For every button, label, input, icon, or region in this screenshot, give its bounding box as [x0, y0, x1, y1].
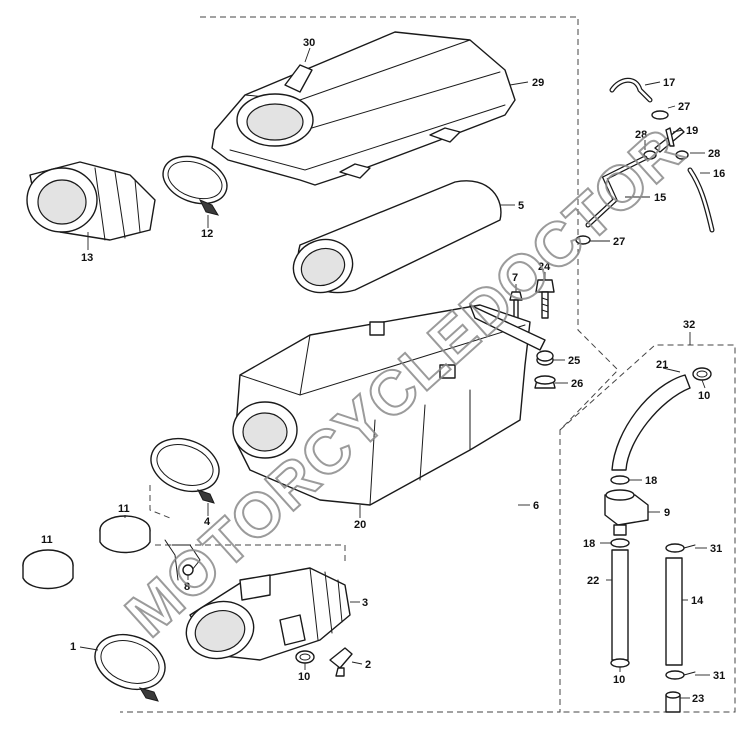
- callout-14: 14: [691, 595, 704, 607]
- washer-25: [536, 350, 554, 366]
- callout-10-lower: 10: [298, 671, 310, 683]
- hose-22: [611, 549, 629, 661]
- callout-21: 21: [656, 359, 668, 371]
- callout-15: 15: [654, 192, 666, 204]
- filter-element: [292, 180, 502, 294]
- breather-hose-21: [611, 374, 691, 471]
- callout-11-left: 11: [41, 534, 53, 546]
- callout-1: 1: [70, 641, 76, 653]
- main-group-outline: [120, 16, 619, 713]
- clip-28-right: [675, 150, 689, 160]
- callout-12: 12: [201, 228, 213, 240]
- clip-10-lower: [295, 650, 315, 664]
- callout-2: 2: [365, 659, 371, 671]
- clip-27-bottom: [575, 235, 591, 245]
- elbow-2: [329, 647, 353, 677]
- callout-19: 19: [686, 125, 698, 137]
- callout-17: 17: [663, 77, 675, 89]
- clip-31-lower: [665, 670, 696, 680]
- callout-5: 5: [518, 200, 524, 212]
- clip-10-bottom: [610, 658, 630, 668]
- leader-lines: [79, 47, 710, 699]
- airbox-lower: [232, 304, 546, 506]
- callout-23: 23: [692, 693, 704, 705]
- callout-30: 30: [303, 37, 315, 49]
- clip-18-upper: [610, 475, 630, 485]
- cap-11-left: [22, 549, 74, 590]
- hose-clamp-12: [162, 155, 228, 216]
- callout-31-lower: 31: [713, 670, 725, 682]
- clip-31-upper: [665, 543, 696, 553]
- nut-26: [534, 375, 556, 389]
- clip-10-upper: [692, 367, 712, 381]
- hose-clamp-4: [150, 437, 220, 504]
- callout-4: 4: [204, 516, 211, 528]
- callout-16: 16: [713, 168, 725, 180]
- duct-3: [185, 567, 351, 661]
- clip-27-top: [651, 110, 669, 120]
- plug-23: [665, 691, 681, 713]
- callout-27-top: 27: [678, 101, 690, 113]
- callout-28-right: 28: [708, 148, 720, 160]
- intake-rubber: [26, 161, 156, 241]
- clip-8: [164, 539, 201, 581]
- airbox-lid: [211, 31, 516, 186]
- callout-labels: 30 29 13 12 5 7 24 25 26 20 4 6 11 11 8 …: [41, 37, 725, 705]
- valve-9: [604, 489, 649, 536]
- breather-hose-17: [609, 77, 653, 103]
- callout-13: 13: [81, 252, 93, 264]
- callout-6: 6: [533, 500, 539, 512]
- hose-clamp-1: [94, 633, 166, 702]
- callout-31-upper: 31: [710, 543, 722, 555]
- callout-10-bottom: 10: [613, 674, 625, 686]
- callout-25: 25: [568, 355, 580, 367]
- bolt-24: [535, 279, 555, 319]
- hose-14: [665, 557, 683, 666]
- callout-27-bottom: 27: [613, 236, 625, 248]
- callout-18-lower: 18: [583, 538, 595, 550]
- callout-28-left: 28: [635, 129, 647, 141]
- callout-20: 20: [354, 519, 366, 531]
- callout-11-right: 11: [118, 503, 130, 515]
- callout-10-upper: 10: [698, 390, 710, 402]
- callout-26: 26: [571, 378, 583, 390]
- callout-24: 24: [538, 261, 551, 273]
- breather-pipe-15: [585, 155, 648, 228]
- cap-11-right: [99, 515, 151, 554]
- callout-8: 8: [184, 581, 190, 593]
- callout-7: 7: [512, 272, 518, 284]
- clip-group-outline: [149, 485, 346, 565]
- callout-18-upper: 18: [645, 475, 657, 487]
- breather-hose-16: [687, 167, 715, 233]
- callout-22: 22: [587, 575, 599, 587]
- callout-3: 3: [362, 597, 368, 609]
- callout-9: 9: [664, 507, 670, 519]
- t-piece-19: [654, 127, 685, 153]
- callout-32: 32: [683, 319, 695, 331]
- callout-29: 29: [532, 77, 544, 89]
- clip-18-lower: [610, 538, 630, 548]
